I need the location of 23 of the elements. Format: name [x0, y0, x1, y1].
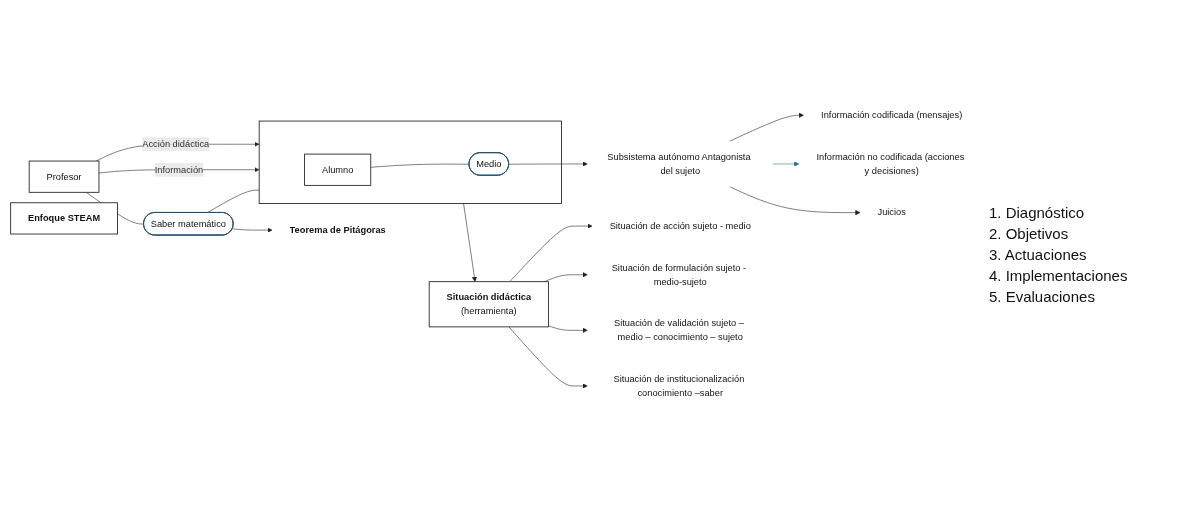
connector — [370, 163, 470, 168]
node-box: Alumno — [304, 153, 372, 186]
node-text: Teorema de Pitágoras — [289, 224, 386, 235]
node-box: Profesor — [28, 160, 100, 193]
edge-label: Acción didáctica — [142, 138, 210, 149]
list-item: 3. Actuaciones — [989, 245, 1088, 263]
node-text: Información codificada (mensajes) — [821, 109, 963, 120]
cluster — [258, 120, 562, 204]
node-text: Situación de formulación sujeto - medio-sujeto — [611, 262, 747, 287]
node-text: Subsistema autónomo Antagonista del sujeto — [607, 151, 751, 176]
node-text: Información no codificada (acciones y decisiones) — [816, 151, 965, 176]
list-item: 2. Objetivos — [989, 224, 1070, 242]
node-text: Situación de institucionalización conocimiento –saber — [613, 373, 745, 398]
node-text: Juicios — [877, 207, 906, 218]
node-text: Situación de validación sujeto – medio – conocimiento – sujeto — [614, 318, 744, 342]
list-item: 5. Evaluaciones — [989, 287, 1096, 305]
connector — [207, 189, 260, 213]
node-text: Situación de acción sujeto - medio — [609, 220, 751, 231]
node-box: Enfoque STEAM — [10, 202, 118, 235]
list-item: 1. Diagnóstico — [989, 203, 1086, 221]
list-item: 4. Implementaciones — [989, 266, 1129, 284]
node-box: Situación didáctica (herramienta) — [428, 281, 549, 328]
edge-label: Información — [154, 164, 204, 175]
